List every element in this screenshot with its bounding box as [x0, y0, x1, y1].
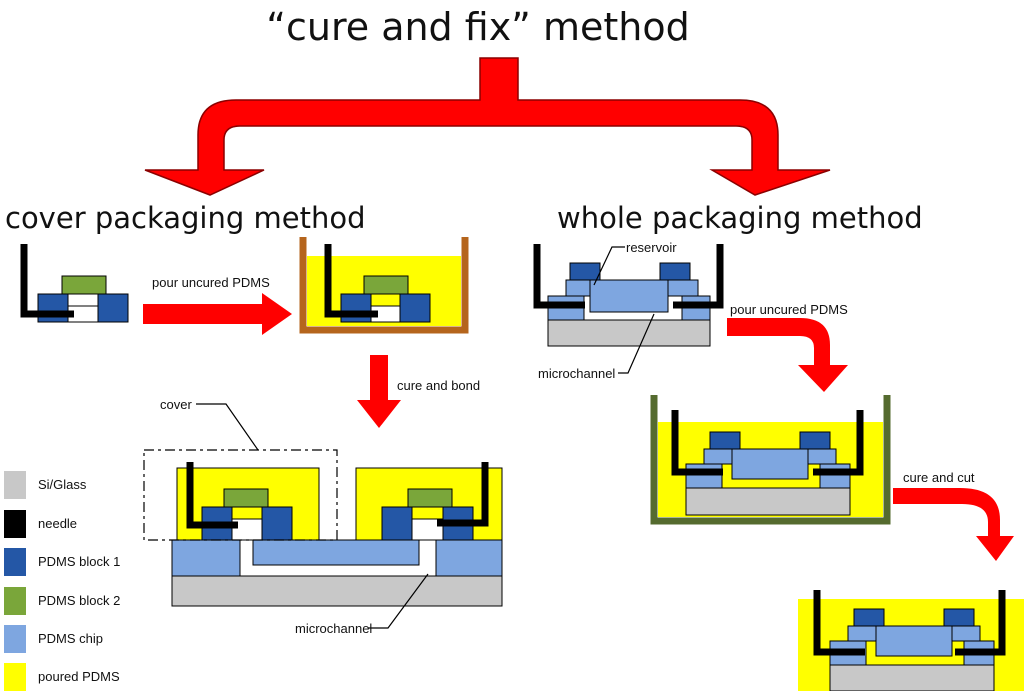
pdms-chip-shape [819, 463, 851, 489]
whole-method-heading: whole packaging method [557, 201, 923, 235]
pdms-block2-shape [407, 488, 453, 508]
pdms-block1-shape [943, 608, 975, 627]
pour-label-left: pour uncured PDMS [152, 275, 270, 290]
pdms-chip-shape [252, 539, 420, 566]
cover-leader-line [196, 403, 259, 451]
legend-swatch-needle [4, 510, 26, 538]
needle-shape [437, 462, 489, 527]
pdms-block2-shape [61, 275, 107, 295]
legend-label-needle: needle [38, 516, 77, 531]
microchannel-leader-line [368, 573, 429, 629]
cover-label: cover [160, 397, 192, 412]
pdms-block1-shape [659, 262, 691, 281]
needle-shape [955, 590, 1006, 656]
pdms-chip-shape [731, 448, 809, 480]
pdms-chip-shape [435, 539, 503, 577]
needle-shape [813, 590, 865, 656]
pdms-block2-shape [363, 275, 409, 295]
legend-swatch-pdms-block2 [4, 587, 26, 615]
si-glass-substrate [829, 664, 995, 691]
pdms-chip-shape [171, 539, 241, 577]
cover-stage-poured [299, 237, 469, 334]
legend: Si/Glass needle PDMS block 1 PDMS block … [4, 471, 120, 691]
needle-shape [324, 244, 378, 318]
legend-label-si-glass: Si/Glass [38, 477, 87, 492]
cover-method-heading: cover packaging method [5, 201, 365, 235]
needle-shape [533, 244, 585, 309]
needle-shape [671, 410, 723, 476]
pdms-block1-shape [799, 431, 831, 450]
needle-shape [673, 244, 724, 309]
si-glass-substrate [547, 319, 711, 347]
cover-stage-initial [20, 244, 129, 323]
legend-swatch-si-glass [4, 471, 26, 499]
split-arrow [144, 57, 831, 196]
legend-label-pdms-block2: PDMS block 2 [38, 593, 120, 608]
needle-shape [186, 462, 238, 529]
pdms-block1-shape [340, 293, 372, 323]
microchannel-leader-line [618, 313, 655, 374]
si-glass-substrate [685, 487, 851, 516]
whole-stage-final [798, 590, 1024, 691]
cure-bond-label: cure and bond [397, 378, 480, 393]
diagram-title: “cure and fix” method [266, 5, 689, 49]
whole-stage-poured [650, 395, 891, 525]
pdms-block1-shape [569, 262, 601, 281]
whole-stage-initial [533, 244, 724, 374]
legend-label-pdms-chip: PDMS chip [38, 631, 103, 646]
cure-cut-label: cure and cut [903, 470, 975, 485]
legend-swatch-pdms-chip [4, 625, 26, 653]
reservoir-label: reservoir [626, 240, 677, 255]
pdms-block1-shape [399, 293, 431, 323]
needle-shape [813, 410, 864, 476]
legend-swatch-poured-pdms [4, 663, 26, 691]
pdms-block1-shape [97, 293, 129, 323]
pdms-block2-shape [223, 488, 269, 508]
microchannel-label-left: microchannel [295, 621, 372, 636]
microchannel-label-right: microchannel [538, 366, 615, 381]
legend-swatch-pdms-block1 [4, 548, 26, 576]
pour-label-right: pour uncured PDMS [730, 302, 848, 317]
si-glass-substrate [171, 575, 503, 607]
pdms-block1-shape [853, 608, 885, 627]
reservoir-leader-line [593, 246, 625, 286]
legend-label-poured-pdms: poured PDMS [38, 669, 120, 684]
pour-arrow-right [727, 318, 848, 392]
cure-bond-arrow [357, 355, 401, 428]
channel-gap-shape [411, 518, 444, 541]
cover-stage-bonded [143, 403, 503, 629]
needle-shape [20, 244, 74, 318]
pdms-block1-shape [709, 431, 741, 450]
pdms-chip-shape [589, 279, 669, 313]
cover-dashed-outline [143, 449, 338, 541]
pdms-chip-shape [685, 463, 723, 489]
pdms-block1-shape [261, 506, 293, 541]
pour-arrow-left [143, 293, 292, 335]
container-left-shape [299, 237, 469, 334]
pdms-block1-shape [37, 293, 69, 323]
legend-label-pdms-block1: PDMS block 1 [38, 554, 120, 569]
container-right-shape [650, 395, 891, 525]
split-arrow-body [144, 57, 831, 196]
pdms-block1-shape [381, 506, 413, 541]
cure-cut-arrow [893, 488, 1014, 561]
pdms-chip-shape [875, 625, 953, 657]
